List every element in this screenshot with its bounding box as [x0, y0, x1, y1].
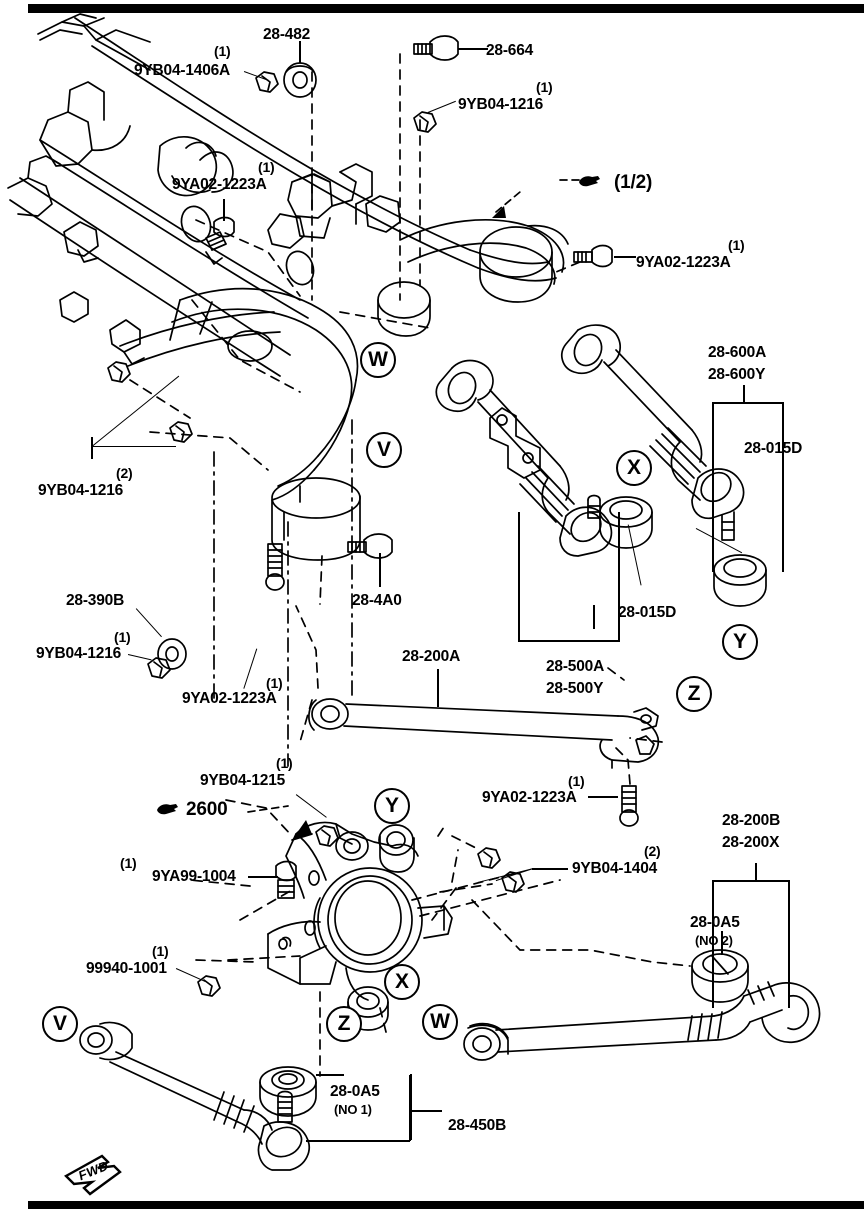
leader-28-450b-out: [410, 1110, 442, 1112]
label-9yb04-1216-lower: 9YB04-1216: [36, 645, 122, 662]
qty-9ya02-1223a-left: (1): [266, 675, 283, 691]
label-28-600a: 28-600A: [708, 344, 767, 361]
bracket-28-500: [518, 512, 620, 642]
bottom-rule: [28, 1201, 864, 1209]
fwd-orientation-marker: FWD: [62, 1152, 132, 1198]
leader-9yb04-1216-lower: [127, 654, 152, 661]
label-28-4a0: 28-4A0: [352, 592, 402, 609]
label-9yb04-1215: 9YB04-1215: [200, 772, 286, 789]
callout-v-lower[interactable]: V: [42, 1006, 78, 1042]
label-2600: 2600: [186, 799, 228, 820]
leader-9ya02-1223a-topright: [614, 256, 636, 258]
label-28-482: 28-482: [263, 26, 311, 43]
label-9ya02-1223a-mid: 9YA02-1223A: [482, 789, 577, 806]
callout-v-upper[interactable]: V: [366, 432, 402, 468]
bracket-28-200bx: [712, 880, 790, 1008]
hand-pointer-icon-half: [578, 174, 602, 188]
top-rule: [28, 4, 864, 13]
qty-99940-1001: (1): [152, 943, 169, 959]
callout-letter: Z: [337, 1012, 351, 1035]
label-9yb04-1406a: 9YB04-1406A: [134, 62, 231, 79]
label-half-note: (1/2): [614, 172, 653, 193]
qty-9ya02-1223a-topright: (1): [728, 237, 745, 253]
leader-99940-1001: [175, 968, 206, 983]
qty-9yb04-1216-lower: (1): [114, 629, 131, 645]
leader-9yb04-1215: [295, 794, 327, 819]
label-28-500a: 28-500A: [546, 658, 605, 675]
qty-9yb04-1216-top: (1): [536, 79, 553, 95]
callout-letter: V: [52, 1012, 67, 1035]
leader-9ya99-1004: [248, 876, 278, 878]
callout-w-lower[interactable]: W: [422, 1004, 458, 1040]
label-28-015d-mid: 28-015D: [618, 604, 677, 621]
label-28-200b: 28-200B: [722, 812, 781, 829]
label-28-500y: 28-500Y: [546, 680, 604, 697]
label-28-0a5-no2: 28-0A5: [690, 914, 740, 931]
callout-letter: X: [626, 456, 641, 479]
label-9ya02-1223a-topleft: 9YA02-1223A: [172, 176, 267, 193]
label-28-015d-right: 28-015D: [744, 440, 803, 457]
label-9yb04-1216-left: 9YB04-1216: [38, 482, 124, 499]
leader-9yb04-1216-top: [427, 100, 457, 114]
label-28-600y: 28-600Y: [708, 366, 766, 383]
callout-x-lower[interactable]: X: [384, 964, 420, 1000]
label-no1: (NO 1): [334, 1102, 372, 1117]
callout-z-lower[interactable]: Z: [326, 1006, 362, 1042]
leader-9ya02-1223a-topleft: [223, 199, 225, 221]
label-9ya99-1004: 9YA99-1004: [152, 868, 236, 885]
leader-28-664: [458, 48, 488, 50]
label-99940-1001: 99940-1001: [86, 960, 167, 977]
callout-letter: W: [430, 1010, 450, 1033]
leader-9yb04-1216-left-d: [91, 375, 180, 448]
leader-28-450b-lower: [306, 1140, 410, 1142]
qty-9yb04-1404: (2): [644, 843, 661, 859]
leader-28-200a: [437, 669, 439, 707]
leader-28-600-stem: [743, 385, 745, 403]
label-9yb04-1404: 9YB04-1404: [572, 860, 658, 877]
bracket-28-450b: [410, 1074, 412, 1140]
leader-9ya02-1223a-mid: [588, 796, 618, 798]
qty-9ya02-1223a-mid: (1): [568, 773, 585, 789]
leader-9yb04-1216-left-stem: [91, 437, 93, 459]
label-28-664: 28-664: [486, 42, 534, 59]
callout-z-mid[interactable]: Z: [676, 676, 712, 712]
leader-28-015d-mid: [627, 524, 642, 586]
label-28-200a: 28-200A: [402, 648, 461, 665]
leader-9ya02-1223a-left: [243, 648, 258, 689]
callout-w-upper[interactable]: W: [360, 342, 396, 378]
label-28-200x: 28-200X: [722, 834, 780, 851]
callout-letter: Z: [687, 682, 701, 705]
label-no2: (NO 2): [695, 933, 733, 948]
qty-9yb04-1215: (1): [276, 755, 293, 771]
callout-letter: Y: [732, 630, 747, 653]
leader-28-4a0: [379, 553, 381, 587]
leader-9yb04-1216-left-h: [92, 446, 176, 448]
leader-9yb04-1404-h: [532, 868, 568, 870]
leader-28-482: [299, 41, 301, 63]
label-28-390b: 28-390B: [66, 592, 125, 609]
callout-x-upper[interactable]: X: [616, 450, 652, 486]
qty-9ya99-1004: (1): [120, 855, 137, 871]
callout-letter: W: [368, 348, 388, 371]
bracket-28-600: [712, 402, 784, 572]
leader-28-390b: [135, 608, 162, 638]
leader-28-0a5-no1: [316, 1074, 344, 1076]
callout-letter: X: [394, 970, 409, 993]
qty-9yb04-1406a: (1): [214, 43, 231, 59]
callout-y-upper[interactable]: Y: [722, 624, 758, 660]
hand-pointer-icon-2600: [156, 802, 180, 816]
callout-letter: Y: [384, 794, 399, 817]
callout-letter: V: [376, 438, 391, 461]
label-9ya02-1223a-topright: 9YA02-1223A: [636, 254, 731, 271]
leader-28-200bx-stem: [755, 863, 757, 881]
label-9yb04-1216-top: 9YB04-1216: [458, 96, 544, 113]
qty-9ya02-1223a-topleft: (1): [258, 159, 275, 175]
qty-9yb04-1216-left: (2): [116, 465, 133, 481]
callout-y-lower[interactable]: Y: [374, 788, 410, 824]
label-28-450b: 28-450B: [448, 1117, 507, 1134]
label-9ya02-1223a-left: 9YA02-1223A: [182, 690, 277, 707]
leader-9yb04-1406a: [243, 71, 269, 82]
label-28-0a5-no1: 28-0A5: [330, 1083, 380, 1100]
